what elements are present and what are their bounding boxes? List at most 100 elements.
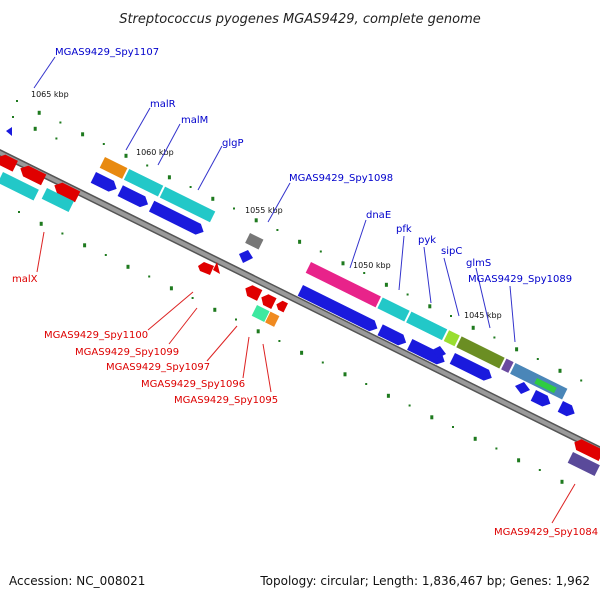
gene-label-Spy1107[interactable]: MGAS9429_Spy1107 [55,47,159,58]
gene-label-Spy1097[interactable]: MGAS9429_Spy1097 [106,362,210,373]
gene-label-Spy1098[interactable]: MGAS9429_Spy1098 [289,173,393,184]
cds-arrow[interactable] [407,339,447,367]
kbp-label-1065: 1065 kbp [31,90,69,99]
reverse-gene-labels: malX MGAS9429_Spy1100 MGAS9429_Spy1099 M… [12,274,598,538]
cds-arrow[interactable] [557,401,578,419]
cds-arrow[interactable] [117,185,151,209]
tick-mark [104,254,107,256]
tick-mark [55,137,58,140]
tick-mark [515,347,519,352]
cds-arrow[interactable] [198,262,214,275]
cds-arrow[interactable] [6,127,12,136]
gene-label-pfk[interactable]: pfk [396,224,412,235]
gene-label-dnaE[interactable]: dnaE [366,210,391,221]
tick-mark [452,426,454,428]
genome-backbone [0,149,600,454]
reverse-feature-layer [0,172,600,477]
feature-bar-rev-cyan[interactable] [0,172,39,201]
gene-label-glgP[interactable]: glgP [222,138,244,149]
cds-arrow[interactable] [213,262,220,274]
gene-label-pyk[interactable]: pyk [418,235,436,246]
feature-bar-malM[interactable] [123,168,164,197]
cds-arrow[interactable] [239,250,253,263]
gene-label-Spy1099[interactable]: MGAS9429_Spy1099 [75,347,179,358]
feature-bar-pfk[interactable] [377,297,410,322]
tick-mark [39,221,43,226]
cds-arrow[interactable] [432,346,446,358]
tick-marks [12,100,583,484]
genome-summary-text: Topology: circular; Length: 1,836,467 bp… [259,574,590,588]
tick-mark [408,404,411,407]
tick-mark [33,126,37,131]
gene-label-Spy1089[interactable]: MGAS9429_Spy1089 [468,274,572,285]
feature-bar-Spy1084[interactable] [567,452,600,477]
tick-mark [473,436,477,441]
tick-mark [365,383,368,385]
feature-bar-Spy1097[interactable] [251,305,270,322]
feature-bar-sipC[interactable] [443,330,460,347]
gene-label-Spy1084[interactable]: MGAS9429_Spy1084 [494,527,598,538]
feature-bar-Spy1096[interactable] [265,311,280,327]
tick-mark [495,447,498,450]
gene-label-sipC[interactable]: sipC [441,246,462,257]
tick-mark [213,307,217,312]
cds-arrow[interactable] [18,163,47,186]
cds-arrow[interactable] [52,180,81,203]
tick-mark [321,361,324,364]
tick-mark [384,282,388,287]
feature-bar-pyk[interactable] [406,311,448,341]
kbp-scale: 1065 kbp 1060 kbp 1055 kbp 1050 kbp 1045… [31,90,502,320]
tick-mark [102,143,105,145]
cds-arrow[interactable] [259,292,277,309]
feature-bar-malX[interactable] [41,188,74,213]
tick-mark [558,368,562,373]
gene-label-Spy1095[interactable]: MGAS9429_Spy1095 [174,395,278,406]
cds-arrow[interactable] [243,283,263,301]
tick-mark [146,164,149,167]
feature-bar-green[interactable] [534,378,557,394]
feature-bar-glmS[interactable] [456,336,505,369]
tick-mark [169,286,173,291]
feature-bar-dnaE[interactable] [305,262,381,308]
tick-mark [343,372,347,377]
cds-arrow[interactable] [90,172,120,194]
tick-mark [363,272,366,274]
tick-mark [235,318,237,321]
cds-arrow[interactable] [0,152,18,172]
tick-mark [167,175,171,180]
tick-mark [450,315,452,317]
tick-mark [341,261,345,266]
tick-mark [538,469,541,471]
tick-mark [83,243,87,248]
gene-label-Spy1096[interactable]: MGAS9429_Spy1096 [141,379,245,390]
tick-mark [124,153,128,158]
tick-mark [18,211,20,213]
gene-label-malR[interactable]: malR [150,99,176,110]
cds-arrow[interactable] [377,324,408,348]
tick-mark [276,229,279,231]
gene-label-glmS[interactable]: glmS [466,258,491,269]
tick-mark [16,100,18,102]
cds-arrow[interactable] [275,299,288,313]
tick-mark [580,379,583,382]
cds-arrow[interactable] [449,353,495,383]
cds-arrow[interactable] [515,382,530,394]
feature-bar-malR[interactable] [99,157,128,179]
gene-label-malX[interactable]: malX [12,274,38,285]
accession-text: Accession: NC_008021 [9,574,145,588]
cds-arrow[interactable] [530,390,553,409]
tick-mark [560,479,564,484]
gene-label-Spy1100[interactable]: MGAS9429_Spy1100 [44,330,148,341]
kbp-label-1050: 1050 kbp [353,261,391,270]
gene-label-malM[interactable]: malM [181,115,208,126]
feature-bar-glgP[interactable] [159,186,216,223]
tick-mark [428,304,432,309]
feature-bar-Spy1098[interactable] [245,233,264,250]
reverse-leader-lines [36,231,576,524]
cds-arrow[interactable] [297,285,380,334]
cds-arrow[interactable] [148,200,206,237]
feature-bar-small[interactable] [501,358,514,373]
tick-mark [59,121,62,124]
cds-arrow[interactable] [572,437,600,462]
